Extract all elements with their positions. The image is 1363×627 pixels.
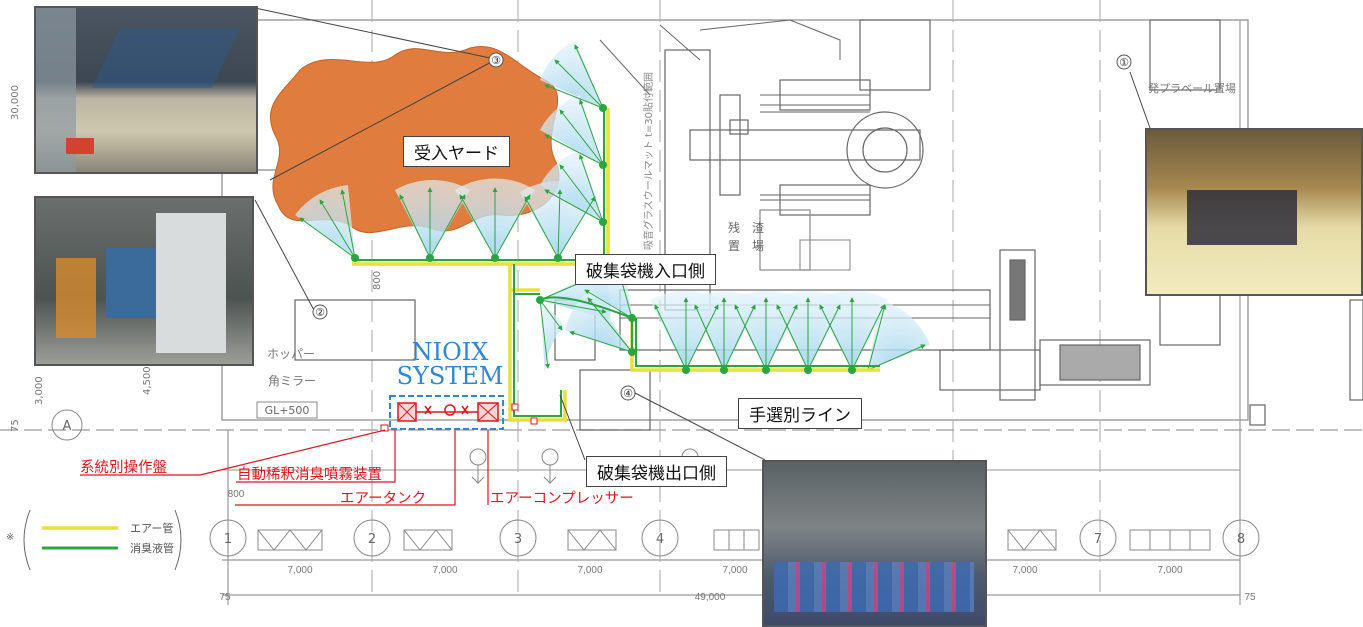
air-tank-label: エアータンク [340,491,427,507]
nioix-system-boundary [389,395,504,430]
photo-equipment-room [34,196,254,366]
span-2: 7,000 [432,565,457,576]
air-tank-symbol [477,402,499,422]
column-bubbles [209,519,1260,557]
bale-area-label: 発プラベール置場 [1148,81,1236,95]
dim-total: 49,000 [695,592,726,603]
dim-75-left: 75 [10,419,21,432]
span-1: 7,000 [287,565,312,576]
building-outline [0,19,1363,605]
air-compressor-label: エアーコンプレッサー [490,491,634,507]
nioix-title-line1: NIOIX [411,338,489,366]
legend-marker: ※ [6,532,14,543]
dim-800b: 800 [228,489,245,500]
dim-75-bottom: 75 [219,592,231,603]
dim-800a: 800 [372,271,383,290]
red-leaders [80,429,489,506]
air-compressor-symbol [397,402,417,422]
bay-windows [257,529,1211,551]
column-label-2: 2 [368,532,376,547]
nioix-title-line2: SYSTEM [396,362,504,390]
sorting-line-label: 手選別ライン [738,398,862,429]
span-dimensions: 7,000 7,000 7,000 7,000 7,000 7,000 49,0… [219,489,1256,603]
control-panel-label: 系統別操作盤 [80,460,167,476]
row-marker-a [51,409,83,441]
bag-breaker-inlet-label: 破集袋機入口側 [575,254,716,285]
callout-2: ② [315,306,325,319]
callout-4: ④ [623,387,633,400]
valve-symbol-2 [530,417,538,425]
callout-3: ③ [491,54,501,67]
column-label-1: 1 [224,532,232,547]
column-label-3: 3 [514,532,522,547]
dim-75-right: 75 [1244,592,1256,603]
dim-30000: 30,000 [10,85,21,120]
receiving-yard-label: 受入ヤード [403,136,510,167]
pipe-legend [23,509,182,571]
column-labels: 1 2 3 4 7 8 [224,532,1245,547]
control-panel-symbol [380,424,389,432]
residue-area-label-1: 残 渣 [728,221,764,235]
glasswool-note: 吸音グラスウールマット t=30貼付範囲 [642,72,655,250]
leader-lines [254,7,1151,461]
nioix-system-title: NIOIX SYSTEM [390,340,510,388]
photo-bale-area [1145,128,1363,296]
sprayer-unit-symbol [416,404,478,416]
legend-liquid-pipe: 消臭液管 [130,541,174,555]
dim-3000: 3,000 [34,376,45,405]
residue-area-label-2: 置 場 [728,239,764,253]
span-6: 7,000 [1012,565,1037,576]
column-label-8: 8 [1237,532,1245,547]
ground-level-label: GL+500 [265,404,310,417]
photo-receiving-yard [34,6,258,174]
span-4: 7,000 [722,565,747,576]
dim-4500: 4,500 [142,366,153,395]
column-label-4: 4 [656,532,664,547]
callout-1: ① [1119,56,1129,69]
legend-air-pipe: エアー管 [130,521,173,535]
column-label-7: 7 [1094,532,1102,547]
nozzles [351,104,856,374]
hopper-label: ホッパー [267,347,315,361]
callouts: ③ ② ① ④ [312,52,1132,401]
span-7: 7,000 [1157,565,1182,576]
bag-breaker-outlet-label: 破集袋機出口側 [586,456,727,487]
photo-sorting-line [762,460,987,627]
span-3: 7,000 [577,565,602,576]
corner-mirror-label: 角ミラー [268,374,316,388]
row-marker-a-label: A [63,419,72,434]
auto-dilution-sprayer-label: 自動稀釈消臭噴霧装置 [237,467,382,483]
valve-symbol-1 [511,403,519,411]
spray-arrows [299,44,926,371]
